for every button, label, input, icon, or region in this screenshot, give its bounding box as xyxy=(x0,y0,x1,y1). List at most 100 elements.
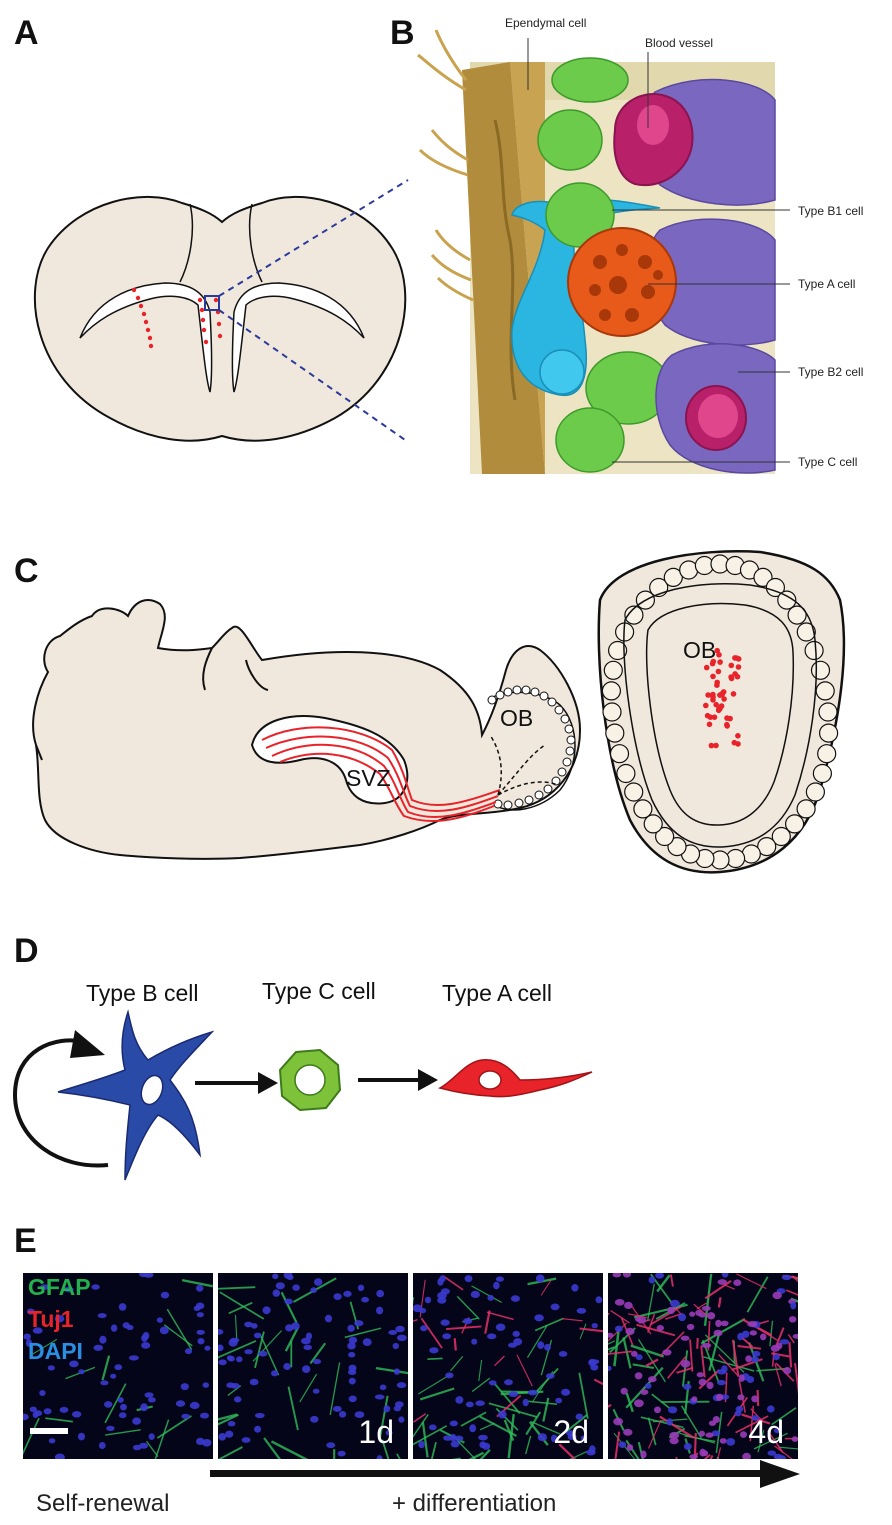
tuj1-fiber xyxy=(558,1443,577,1459)
gfap-fiber xyxy=(753,1432,788,1450)
tuj1-fiber xyxy=(717,1297,722,1308)
tuj1-fiber xyxy=(689,1339,694,1372)
dapi-nucleus xyxy=(742,1452,751,1459)
dapi-nucleus xyxy=(478,1434,488,1441)
gfap-fiber xyxy=(259,1333,280,1376)
tuj1-fiber xyxy=(693,1303,710,1318)
dapi-nucleus xyxy=(493,1281,500,1290)
neuroblast-dot xyxy=(735,656,742,662)
dapi-nucleus xyxy=(23,1333,31,1340)
gfap-fiber xyxy=(534,1317,564,1332)
dapi-nucleus xyxy=(631,1350,638,1357)
dapi-nucleus xyxy=(678,1313,687,1322)
dapi-nucleus xyxy=(160,1291,170,1299)
dapi-nucleus xyxy=(72,1411,82,1418)
glomerulus xyxy=(818,702,838,722)
gfap-fiber xyxy=(526,1325,548,1359)
glomerulus xyxy=(805,782,826,802)
dapi-nucleus xyxy=(488,1380,497,1386)
gfap-fiber xyxy=(413,1425,448,1446)
olfactory-bulb-detail: OB xyxy=(597,550,846,874)
dapi-nucleus xyxy=(635,1316,641,1322)
neuroblast-dot xyxy=(717,705,723,712)
dapi-nucleus xyxy=(312,1388,320,1394)
dapi-nucleus xyxy=(683,1383,692,1390)
dapi-nucleus xyxy=(388,1330,398,1335)
dapi-nucleus xyxy=(348,1351,356,1358)
gfap-fiber xyxy=(525,1411,542,1436)
dapi-nucleus xyxy=(691,1396,698,1403)
dapi-nucleus xyxy=(711,1430,721,1437)
dapi-nucleus xyxy=(760,1333,767,1341)
tuj1-fiber xyxy=(540,1279,552,1296)
gfap-fiber xyxy=(633,1303,688,1319)
dapi-nucleus xyxy=(588,1358,597,1367)
gfap-fiber xyxy=(771,1407,797,1426)
dapi-nucleus xyxy=(54,1453,65,1459)
dapi-nucleus xyxy=(397,1334,407,1341)
dapi-nucleus xyxy=(550,1303,560,1311)
dapi-nucleus xyxy=(779,1339,790,1345)
day-label-2d: 2d xyxy=(553,1414,589,1450)
tuj1-fiber xyxy=(453,1338,457,1351)
neuroblast-dot xyxy=(715,668,722,675)
dapi-nucleus xyxy=(357,1284,365,1291)
gfap-fiber xyxy=(608,1340,615,1345)
gfap-fiber xyxy=(381,1439,390,1459)
glomerulus xyxy=(787,605,807,625)
dapi-nucleus xyxy=(234,1396,242,1403)
dapi-nucleus xyxy=(469,1424,477,1433)
dapi-nucleus xyxy=(59,1406,69,1413)
dapi-nucleus xyxy=(747,1321,758,1328)
gfap-fiber xyxy=(578,1372,589,1419)
dapi-nucleus xyxy=(620,1387,628,1395)
gfap-fiber xyxy=(630,1344,665,1358)
gfap-fiber xyxy=(530,1420,561,1435)
gfap-fiber xyxy=(450,1355,464,1372)
dapi-nucleus xyxy=(625,1327,635,1335)
gfap-fiber xyxy=(479,1449,491,1459)
neuroblast-dot xyxy=(730,691,737,697)
micrograph-2d: 2d xyxy=(413,1273,603,1459)
dapi-nucleus xyxy=(495,1323,506,1331)
dapi-nucleus xyxy=(726,1438,736,1446)
dapi-nucleus xyxy=(291,1322,300,1330)
gfap-fiber xyxy=(471,1377,491,1393)
dapi-nucleus xyxy=(465,1401,474,1408)
gfap-fiber xyxy=(527,1400,558,1405)
dapi-nucleus xyxy=(717,1279,727,1285)
dapi-nucleus xyxy=(310,1415,319,1423)
cell-lineage: Type B cell Type C cell Type A cell xyxy=(12,978,593,1181)
gfap-fiber xyxy=(790,1297,798,1303)
neuroblast-dot xyxy=(728,662,735,669)
tuj1-fiber xyxy=(614,1431,621,1459)
dapi-nucleus xyxy=(348,1364,357,1372)
dapi-nucleus xyxy=(337,1450,346,1457)
gfap-fiber xyxy=(263,1437,282,1459)
tuj1-fiber xyxy=(771,1351,775,1367)
dapi-nucleus xyxy=(244,1321,253,1328)
gfap-fiber xyxy=(413,1413,429,1438)
dapi-nucleus xyxy=(429,1347,439,1354)
dapi-nucleus xyxy=(737,1332,744,1341)
dapi-nucleus xyxy=(225,1430,234,1438)
neuroblast-dot xyxy=(734,673,741,680)
glomerulus xyxy=(609,744,630,764)
dapi-nucleus xyxy=(218,1359,227,1366)
dapi-nucleus xyxy=(667,1306,675,1315)
label-type-a-cell: Type A cell xyxy=(798,277,855,291)
gfap-fiber xyxy=(746,1276,769,1313)
dapi-nucleus xyxy=(706,1381,714,1390)
dapi-nucleus xyxy=(420,1325,428,1332)
dapi-nucleus xyxy=(347,1324,355,1332)
dapi-nucleus xyxy=(645,1382,652,1389)
neuroblast-dot xyxy=(735,733,741,739)
dapi-nucleus xyxy=(26,1308,35,1315)
gfap-fiber xyxy=(625,1366,664,1409)
gfap-fiber xyxy=(756,1367,789,1372)
dapi-nucleus xyxy=(218,1329,224,1335)
dapi-nucleus xyxy=(126,1324,134,1331)
dapi-nucleus xyxy=(175,1400,186,1407)
label-blood-vessel: Blood vessel xyxy=(645,36,713,50)
gfap-fiber xyxy=(375,1366,408,1375)
